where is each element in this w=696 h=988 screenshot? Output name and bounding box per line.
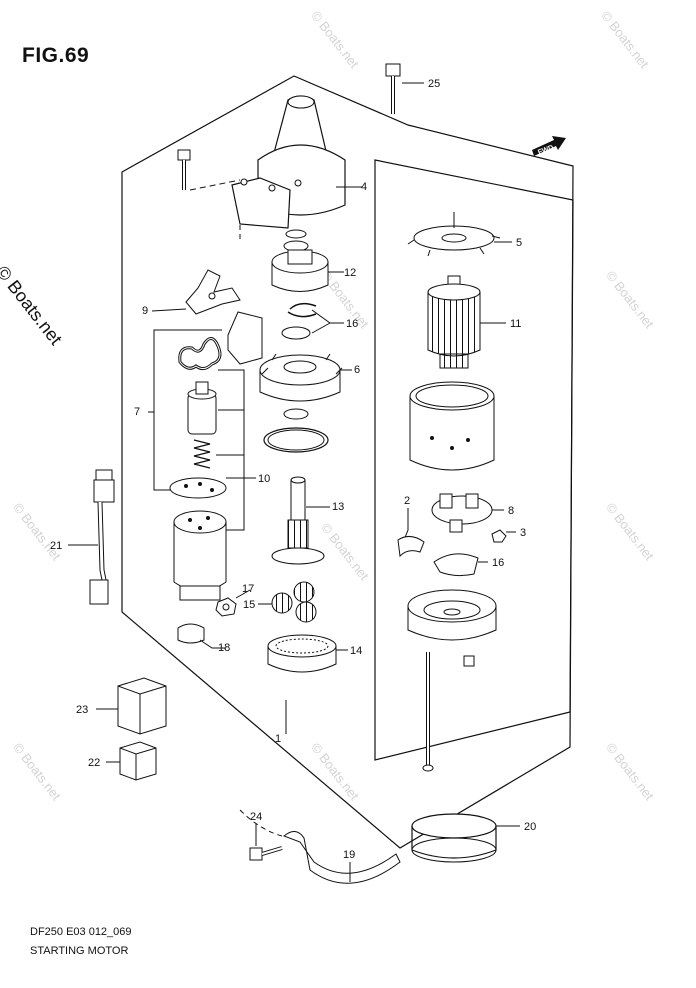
part-number[interactable]: 7 <box>134 406 140 418</box>
plate-icon <box>433 553 479 577</box>
brush-holder-icon <box>431 493 493 533</box>
part-number[interactable]: 15 <box>243 599 255 611</box>
part-number[interactable]: 5 <box>516 237 522 249</box>
bolt-icon <box>177 149 191 190</box>
part-number[interactable]: 12 <box>344 267 356 279</box>
part-number[interactable]: 16 <box>492 557 504 569</box>
solenoid-body-icon <box>173 510 227 601</box>
nut-icon <box>215 597 237 617</box>
ring-gear-icon <box>267 634 337 673</box>
plate-icon <box>169 477 227 499</box>
part-number[interactable]: 25 <box>428 78 440 90</box>
relay-icon <box>119 741 157 781</box>
pinion-gear-icon <box>271 249 329 292</box>
gasket-icon <box>263 427 329 453</box>
part-number[interactable]: 4 <box>361 181 367 193</box>
mounting-band-icon <box>411 813 497 863</box>
plunger-icon <box>187 381 217 435</box>
assembly-frame <box>121 75 574 849</box>
harness-icon <box>89 469 115 605</box>
shift-lever-icon <box>185 269 241 315</box>
part-number[interactable]: 10 <box>258 473 270 485</box>
part-number[interactable]: 6 <box>354 364 360 376</box>
washer-icon <box>281 326 311 340</box>
part-number[interactable]: 17 <box>242 583 254 595</box>
figure-caption: STARTING MOTOR <box>30 945 129 957</box>
part-number[interactable]: 1 <box>275 733 281 745</box>
through-bolt-icon <box>422 652 434 772</box>
washer-icon <box>285 229 307 239</box>
end-plate-icon <box>407 225 501 257</box>
part-number[interactable]: 11 <box>510 318 521 330</box>
part-number[interactable]: 24 <box>250 811 262 823</box>
part-number[interactable]: 20 <box>524 821 536 833</box>
clamp-icon <box>177 623 205 644</box>
part-number[interactable]: 14 <box>350 645 362 657</box>
yoke-icon <box>409 381 495 471</box>
part-number[interactable]: 23 <box>76 704 88 716</box>
fwd-label: FWD <box>537 144 554 156</box>
part-number[interactable]: 21 <box>50 540 62 552</box>
planet-gear-icon <box>271 581 317 623</box>
bracket-strap-icon <box>283 831 401 884</box>
spring-icon <box>193 439 211 469</box>
armature-group-frame <box>374 159 574 761</box>
bolt-icon <box>385 63 401 114</box>
part-number[interactable]: 16 <box>346 318 358 330</box>
part-number[interactable]: 2 <box>404 495 410 507</box>
part-number[interactable]: 9 <box>142 305 148 317</box>
brush-lead-icon <box>397 536 425 558</box>
gear-housing-icon <box>259 353 343 402</box>
drive-shaft-icon <box>271 476 325 565</box>
armature-icon <box>427 275 481 369</box>
washer-icon <box>283 408 309 420</box>
front-housing-icon <box>231 95 346 229</box>
snap-ring-icon <box>287 302 317 318</box>
part-number[interactable]: 18 <box>218 642 230 654</box>
fwd-arrow-icon: FWD <box>532 136 566 156</box>
solenoid-cover-icon <box>227 311 263 365</box>
part-number[interactable]: 8 <box>508 505 514 517</box>
part-number[interactable]: 22 <box>88 757 100 769</box>
rear-cover-icon <box>407 589 497 641</box>
part-number[interactable]: 3 <box>520 527 526 539</box>
relay-icon <box>117 677 167 735</box>
part-number[interactable]: 13 <box>332 501 344 513</box>
figure-code: DF250 E03 012_069 <box>30 926 132 938</box>
part-number[interactable]: 19 <box>343 849 355 861</box>
screw-icon <box>491 529 507 543</box>
screw-icon <box>463 655 475 667</box>
bolt-icon <box>249 846 283 861</box>
gasket-icon <box>178 337 222 371</box>
figure-title: FIG.69 <box>22 44 90 67</box>
